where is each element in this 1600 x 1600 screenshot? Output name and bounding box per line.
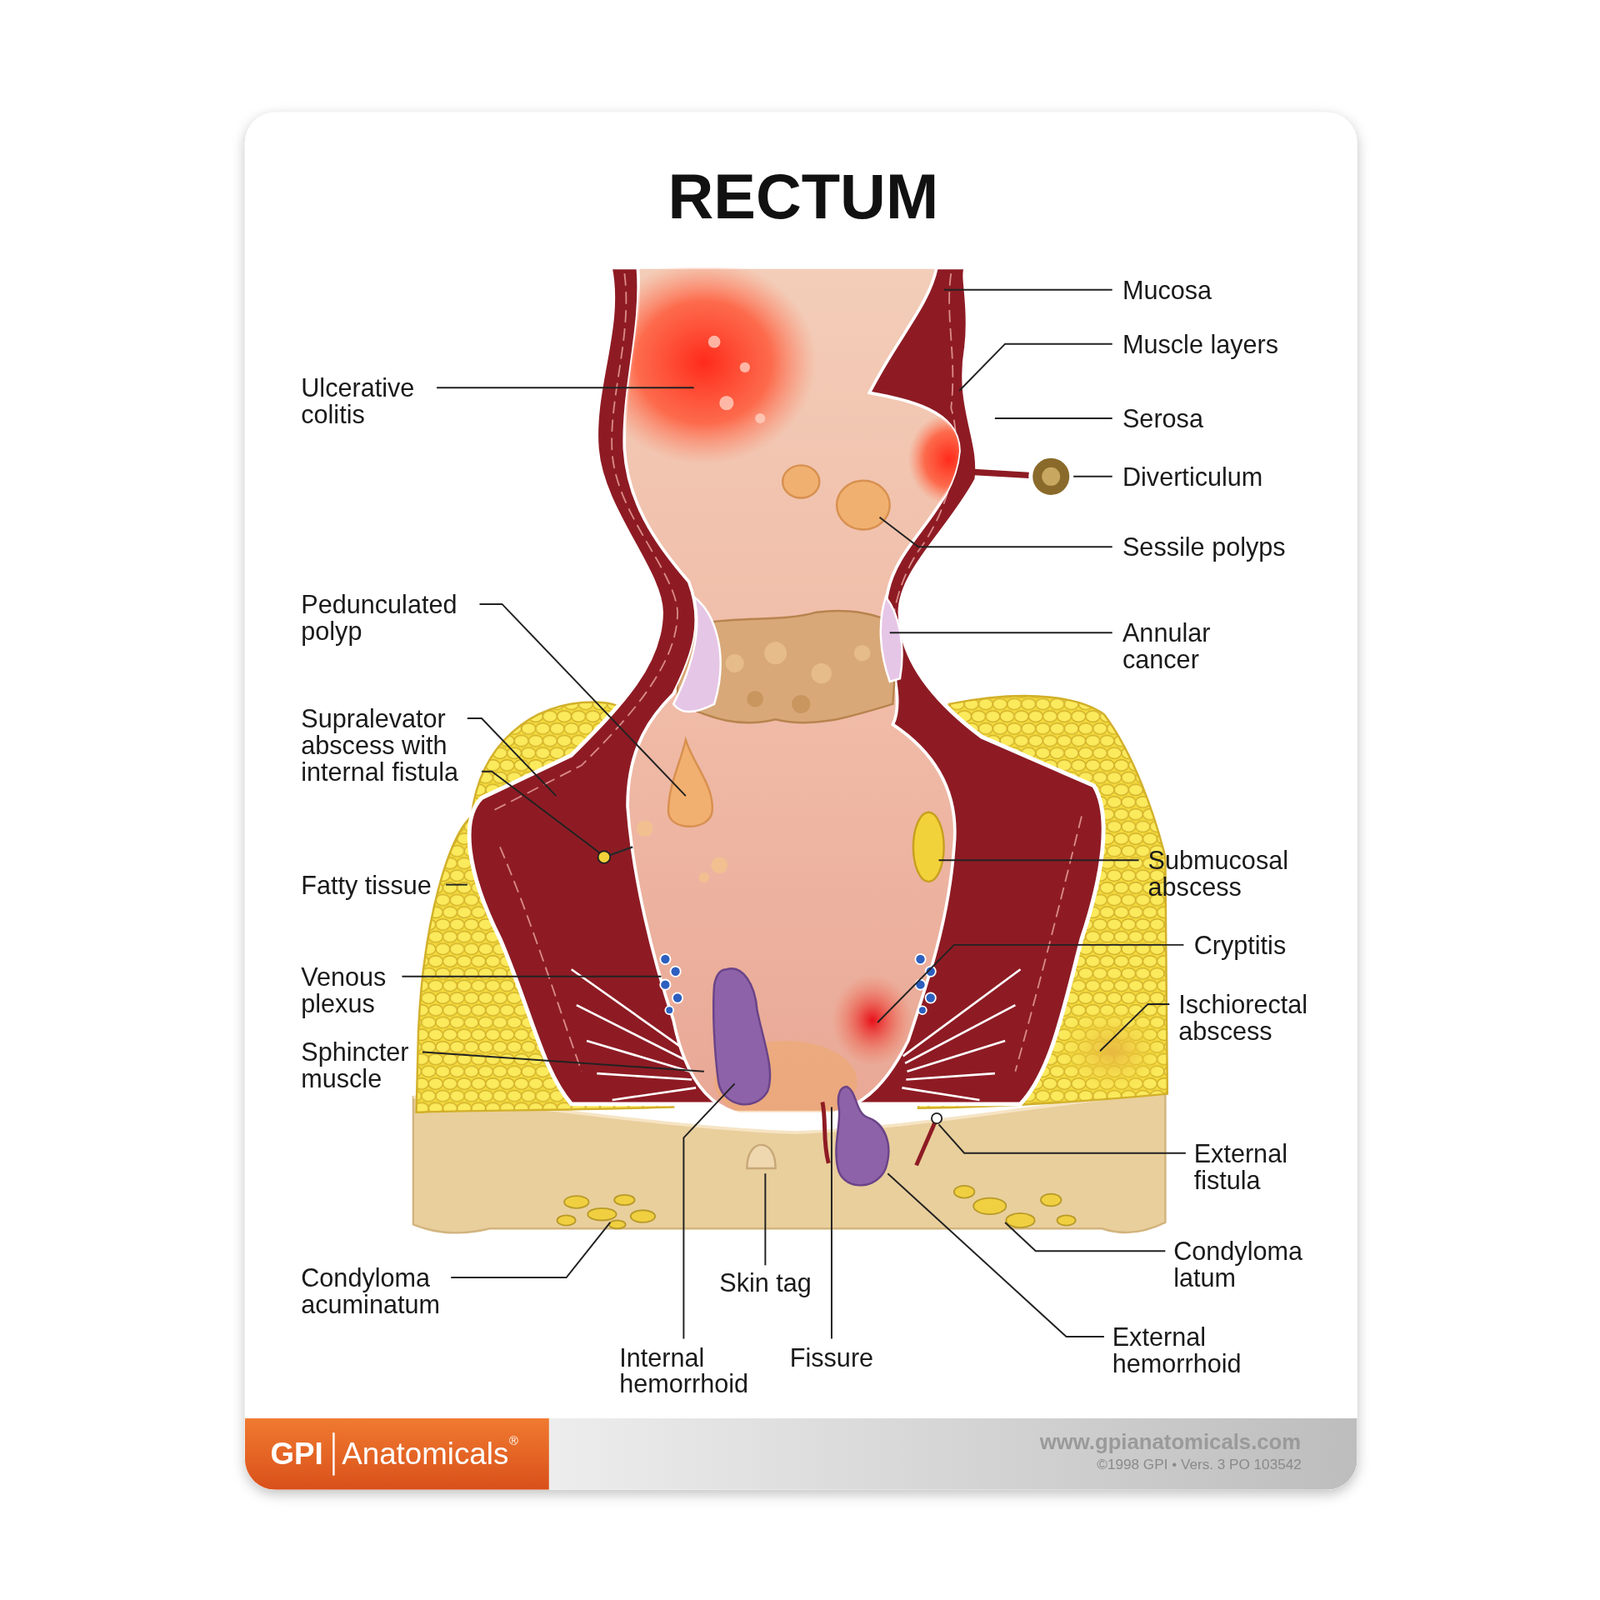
structure-label: Annular cancer	[1122, 619, 1211, 673]
structure-label: External hemorrhoid	[1112, 1323, 1242, 1377]
diverticulum	[1030, 455, 1072, 497]
structure-label: Supralevator abscess with internal fistu…	[300, 705, 485, 785]
footer-text: www.gpianatomicals.com	[1040, 1430, 1301, 1455]
skin-tag	[746, 1145, 775, 1169]
structure-label: External fistula	[1194, 1140, 1288, 1194]
internal-hemorrhoid	[713, 968, 770, 1105]
footer-text: ®	[509, 1433, 519, 1448]
diverticulum-neck	[963, 471, 1033, 476]
card	[245, 112, 1358, 1490]
structure-label: Fatty tissue	[300, 871, 432, 899]
footer-bar	[245, 1418, 1358, 1490]
condyloma-acuminatum	[557, 1195, 656, 1229]
footer-text: ©1998 GPI • Vers. 3 PO 103542	[1096, 1455, 1301, 1473]
structure-label: Venous plexus	[300, 963, 386, 1017]
logo-divider	[332, 1432, 335, 1475]
structure-label: Sphincter muscle	[300, 1039, 409, 1093]
condyloma-latum	[954, 1185, 1076, 1228]
fissure	[822, 1101, 829, 1163]
structure-label: Serosa	[1122, 405, 1204, 432]
pedunculated-polyp	[668, 740, 713, 827]
external-hemorrhoid	[835, 1086, 889, 1185]
logo-box	[245, 1418, 550, 1490]
ulcerative-colitis	[591, 260, 816, 465]
structure-label: Cryptitis	[1194, 931, 1287, 959]
submucosal-abscess	[913, 812, 945, 882]
external-fistula	[916, 1118, 937, 1165]
structure-label: Diverticulum	[1122, 463, 1263, 490]
title: RECTUM	[667, 160, 939, 233]
structure-label: Skin tag	[719, 1269, 812, 1296]
cryptitis	[831, 974, 914, 1066]
sessile-polyp	[836, 480, 890, 530]
structure-label: Sessile polyps	[1122, 533, 1286, 560]
structure-label: Pedunculated polyp	[300, 590, 457, 645]
leader-lines	[401, 290, 1185, 1340]
structure-label: Condyloma latum	[1173, 1237, 1303, 1291]
structure-label: Ulcerative colitis	[300, 374, 415, 428]
structure-label: Internal hemorrhoid	[619, 1344, 749, 1398]
structure-label: Ischiorectal abscess	[1178, 990, 1308, 1045]
footer-text: GPI	[270, 1436, 323, 1472]
ischiorectal-abscess	[1055, 1005, 1169, 1097]
structure-label: Condyloma acuminatum	[300, 1264, 440, 1318]
structure-label: Fissure	[790, 1344, 874, 1371]
structure-label: Submucosal abscess	[1148, 846, 1289, 900]
footer-text: Anatomicals	[341, 1436, 509, 1472]
structure-label: Muscle layers	[1122, 330, 1279, 358]
sessile-polyp	[782, 465, 820, 498]
structure-label: Mucosa	[1122, 276, 1212, 304]
